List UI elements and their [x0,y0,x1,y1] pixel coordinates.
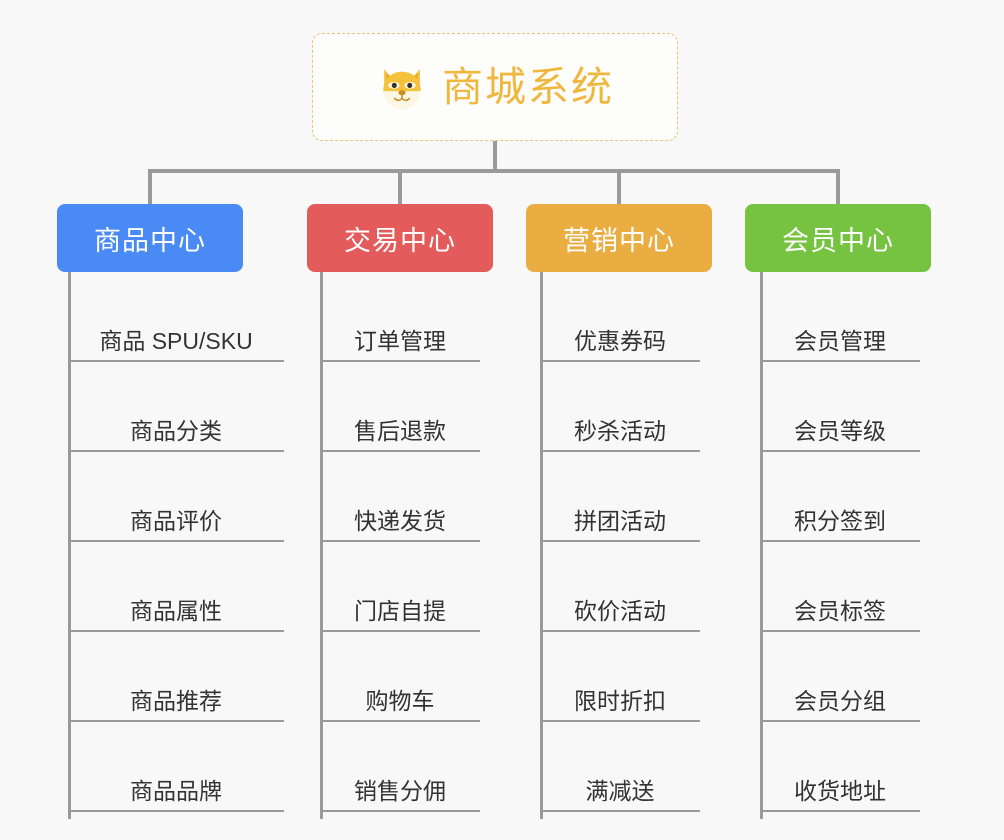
leaf-label: 会员标签 [794,597,886,624]
category-label-2: 交易中心 [344,225,456,256]
category-node-4[interactable]: 会员中心 [745,204,931,272]
leaf-item[interactable]: 商品分类 [68,362,284,452]
leaf-item[interactable]: 商品评价 [68,452,284,542]
leaf-label: 收货地址 [794,777,886,804]
category-node-1[interactable]: 商品中心 [57,204,243,272]
root-node[interactable]: 商城系统 [312,33,678,141]
leaf-item[interactable]: 商品推荐 [68,632,284,722]
leaf-label: 会员分组 [794,687,886,714]
leaf-label: 会员管理 [794,327,886,354]
leaf-label: 商品品牌 [130,777,222,804]
leaf-label: 拼团活动 [574,507,666,534]
leaf-label: 商品属性 [130,597,222,624]
leaf-label: 销售分佣 [354,777,446,804]
leaf-spine-2 [320,272,323,819]
leaf-item[interactable]: 优惠券码 [540,272,700,362]
leaf-item[interactable]: 收货地址 [760,722,920,812]
leaf-item[interactable]: 快递发货 [320,452,480,542]
leaf-item[interactable]: 门店自提 [320,542,480,632]
leaf-label: 商品推荐 [130,687,222,714]
leaf-label: 积分签到 [794,507,886,534]
leaf-item[interactable]: 满减送 [540,722,700,812]
leaf-item[interactable]: 会员标签 [760,542,920,632]
connector-drop-1 [148,169,152,206]
leaf-column-3: 优惠券码 秒杀活动 拼团活动 砍价活动 限时折扣 满减送 [540,272,700,819]
connector-root-stem [493,141,497,171]
leaf-label: 商品 SPU/SKU [99,327,253,354]
connector-drop-2 [398,169,402,206]
leaf-label: 会员等级 [794,417,886,444]
leaf-item[interactable]: 限时折扣 [540,632,700,722]
leaf-item[interactable]: 秒杀活动 [540,362,700,452]
leaf-column-4: 会员管理 会员等级 积分签到 会员标签 会员分组 收货地址 [760,272,920,819]
connector-drop-4 [836,169,840,206]
leaf-label: 商品评价 [130,507,222,534]
leaf-label: 秒杀活动 [574,417,666,444]
leaf-label: 购物车 [365,687,435,714]
leaf-item[interactable]: 商品品牌 [68,722,284,812]
leaf-spine-4 [760,272,763,819]
leaf-item[interactable]: 订单管理 [320,272,480,362]
leaf-spine-3 [540,272,543,819]
category-label-3: 营销中心 [563,225,675,256]
leaf-item[interactable]: 砍价活动 [540,542,700,632]
leaf-label: 订单管理 [354,327,446,354]
category-node-2[interactable]: 交易中心 [307,204,493,272]
leaf-column-1: 商品 SPU/SKU 商品分类 商品评价 商品属性 商品推荐 商品品牌 [68,272,284,819]
leaf-item[interactable]: 售后退款 [320,362,480,452]
leaf-item[interactable]: 购物车 [320,632,480,722]
leaf-item[interactable]: 会员管理 [760,272,920,362]
connector-horizontal-bus [148,169,840,173]
leaf-item[interactable]: 商品属性 [68,542,284,632]
leaf-label: 商品分类 [130,417,222,444]
leaf-item[interactable]: 会员分组 [760,632,920,722]
leaf-item[interactable]: 商品 SPU/SKU [68,272,284,362]
leaf-label: 售后退款 [354,417,446,444]
category-node-3[interactable]: 营销中心 [526,204,712,272]
category-label-1: 商品中心 [94,225,206,256]
root-label: 商城系统 [442,63,614,110]
leaf-item[interactable]: 积分签到 [760,452,920,542]
leaf-label: 优惠券码 [574,327,666,354]
leaf-column-2: 订单管理 售后退款 快递发货 门店自提 购物车 销售分佣 [320,272,480,819]
leaf-item[interactable]: 拼团活动 [540,452,700,542]
leaf-label: 门店自提 [354,597,446,624]
leaf-spine-1 [68,272,71,819]
shiba-dog-icon [383,69,421,109]
category-label-4: 会员中心 [782,225,894,256]
leaf-item[interactable]: 会员等级 [760,362,920,452]
leaf-label: 限时折扣 [574,687,666,714]
leaf-label: 砍价活动 [574,597,666,624]
connector-drop-3 [617,169,621,206]
leaf-label: 满减送 [585,777,655,804]
leaf-item[interactable]: 销售分佣 [320,722,480,812]
leaf-label: 快递发货 [354,507,446,534]
